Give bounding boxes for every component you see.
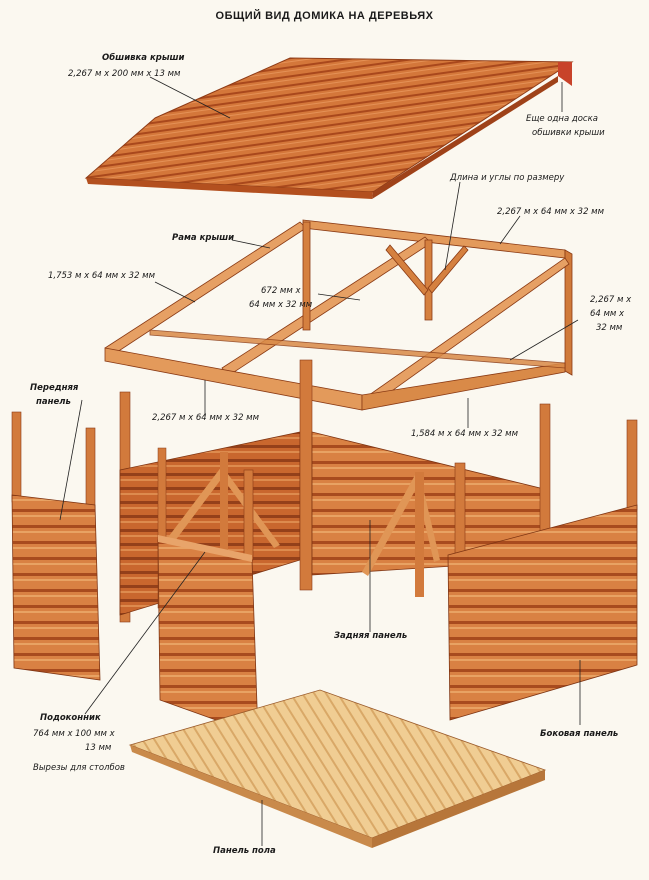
windowsill (158, 535, 252, 562)
roof-cladding (84, 57, 574, 199)
bottom-left-dims: 2,267 м х 64 мм х 32 мм (152, 413, 260, 423)
right-dims-1: 2,267 м х (590, 295, 632, 305)
roof-cladding-title: Обшивка крыши (102, 53, 185, 63)
center-dims-2: 64 мм х 32 мм (249, 300, 313, 310)
floor-panel (128, 689, 547, 848)
right-dims-3: 32 мм (596, 323, 623, 333)
extra-roof-board (558, 62, 572, 86)
diagram-title: ОБЩИЙ ВИД ДОМИКА НА ДЕРЕВЬЯХ (215, 10, 434, 22)
length-angles-label: Длина и углы по размеру (450, 173, 565, 183)
windowsill-title: Подоконник (40, 713, 101, 723)
roof-cladding-dims: 2,267 м х 200 мм х 13 мм (68, 69, 181, 79)
front-panel-label-2: панель (36, 397, 71, 407)
roof-frame-left-dims: 1,753 м х 64 мм х 32 мм (48, 271, 156, 281)
back-panel-label: Задняя панель (334, 631, 408, 641)
post-cutouts-label: Вырезы для столбов (33, 763, 125, 773)
windowsill-dims-1: 764 мм х 100 мм х (33, 729, 115, 739)
roof-frame (104, 219, 573, 411)
leader-lines (59, 76, 581, 846)
floor-panel-label: Панель пола (213, 846, 276, 856)
roof-frame-top-dims: 2,267 м х 64 мм х 32 мм (497, 207, 605, 217)
extra-board-label-2: обшивки крыши (532, 128, 605, 138)
extra-board-label-1: Еще одна доска (526, 114, 598, 124)
roof-frame-title: Рама крыши (172, 233, 235, 243)
side-panel-label: Боковая панель (540, 729, 619, 739)
right-dims-2: 64 мм х (590, 309, 625, 319)
front-panel (11, 411, 101, 681)
front-panel-label-1: Передняя (30, 383, 79, 393)
bottom-right-dims: 1,584 м х 64 мм х 32 мм (411, 429, 519, 439)
back-panel (299, 359, 551, 597)
center-dims-1: 672 мм х (261, 286, 301, 296)
side-panel (447, 419, 638, 721)
front-half-panel (157, 469, 259, 736)
windowsill-dims-2: 13 мм (85, 743, 112, 753)
